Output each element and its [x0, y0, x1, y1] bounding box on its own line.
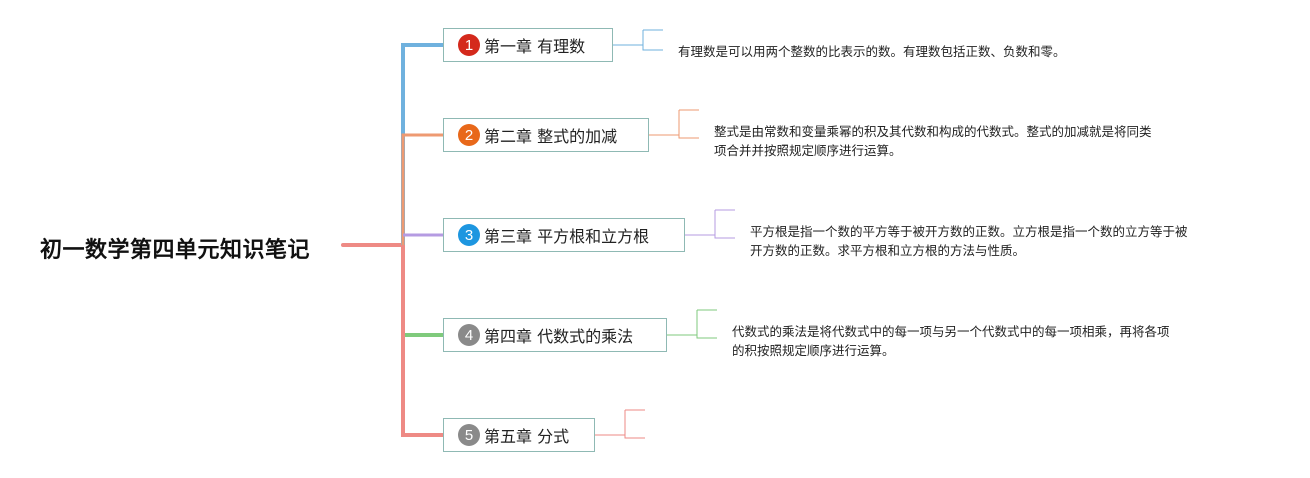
chapter-note-1[interactable]: 有理数是可以用两个整数的比表示的数。有理数包括正数、负数和零。 [678, 42, 1066, 61]
chapter-node-1[interactable]: 1 第一章 有理数 [443, 28, 613, 62]
note-line: 开方数的正数。求平方根和立方根的方法与性质。 [750, 243, 1026, 258]
note-bracket-5 [595, 409, 645, 439]
chapter-node-4[interactable]: 4 第四章 代数式的乘法 [443, 318, 667, 352]
trunk-branch-2 [401, 133, 443, 245]
chapter-label-4: 第四章 代数式的乘法 [484, 327, 634, 346]
note-line: 平方根是指一个数的平方等于被开方数的正数。立方根是指一个数的立方等于被 [750, 224, 1188, 239]
number-badge-4: 4 [458, 324, 480, 346]
chapter-label-1: 第一章 有理数 [484, 37, 586, 56]
number-badge-2: 2 [458, 124, 480, 146]
chapter-note-4[interactable]: 代数式的乘法是将代数式中的每一项与另一个代数式中的每一项相乘，再将各项 的积按照… [732, 322, 1170, 360]
note-line: 代数式的乘法是将代数式中的每一项与另一个代数式中的每一项相乘，再将各项 [732, 324, 1170, 339]
chapter-note-3[interactable]: 平方根是指一个数的平方等于被开方数的正数。立方根是指一个数的立方等于被 开方数的… [750, 222, 1188, 260]
note-bracket-4 [667, 309, 717, 339]
chapter-label-3: 第三章 平方根和立方根 [484, 227, 650, 246]
note-line: 有理数是可以用两个整数的比表示的数。有理数包括正数、负数和零。 [678, 44, 1066, 59]
note-line: 整式是由常数和变量乘幂的积及其代数和构成的代数式。整式的加减就是将同类 [714, 124, 1152, 139]
number-badge-3: 3 [458, 224, 480, 246]
chapter-node-3[interactable]: 3 第三章 平方根和立方根 [443, 218, 685, 252]
root-title[interactable]: 初一数学第四单元知识笔记 [40, 238, 311, 263]
trunk-branch-5 [401, 245, 443, 437]
note-line: 项合并并按照规定顺序进行运算。 [714, 143, 902, 158]
note-bracket-1 [613, 29, 663, 51]
note-line: 的积按照规定顺序进行运算。 [732, 343, 895, 358]
number-badge-1: 1 [458, 34, 480, 56]
trunk-branch-1 [401, 43, 443, 245]
note-bracket-3 [685, 209, 735, 239]
chapter-node-5[interactable]: 5 第五章 分式 [443, 418, 595, 452]
chapter-label-2: 第二章 整式的加减 [484, 127, 618, 146]
number-badge-5: 5 [458, 424, 480, 446]
note-bracket-2 [649, 109, 699, 139]
chapter-note-2[interactable]: 整式是由常数和变量乘幂的积及其代数和构成的代数式。整式的加减就是将同类 项合并并… [714, 122, 1152, 160]
chapter-node-2[interactable]: 2 第二章 整式的加减 [443, 118, 649, 152]
chapter-label-5: 第五章 分式 [484, 427, 570, 446]
trunk-branch-4 [401, 245, 443, 337]
